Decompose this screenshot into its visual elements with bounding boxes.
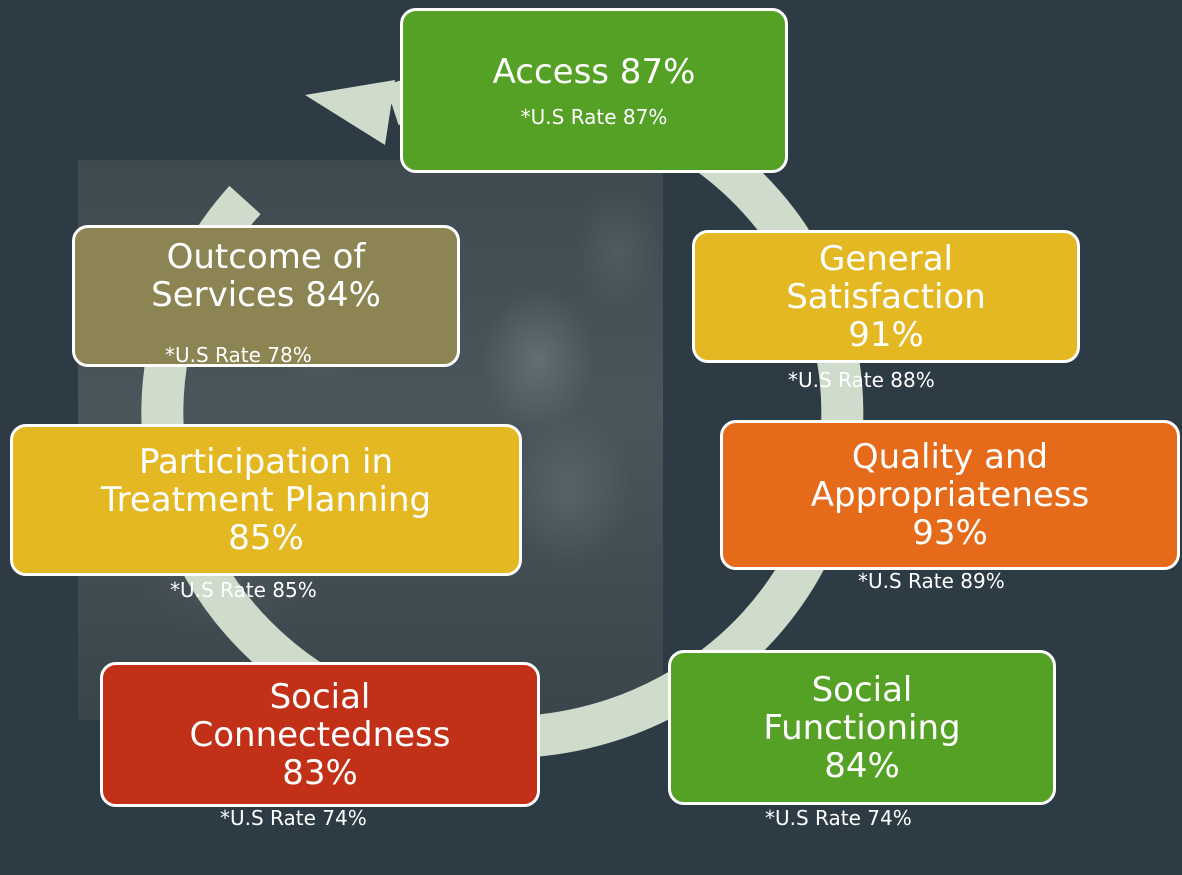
box-social-connectedness: Social Connectedness 83%: [100, 662, 540, 807]
outcome-of-services-us-rate: *U.S Rate 78%: [165, 343, 312, 367]
box-general-satisfaction: General Satisfaction 91%: [692, 230, 1080, 363]
box-quality-appropriateness: Quality and Appropriateness 93%: [720, 420, 1180, 570]
box-social-functioning: Social Functioning 84%: [668, 650, 1056, 805]
quality-appropriateness-title: Quality and Appropriateness 93%: [810, 437, 1090, 553]
general-satisfaction-title: General Satisfaction 91%: [786, 238, 986, 355]
outcome-of-services-title: Outcome of Services 84%: [151, 237, 381, 315]
box-access: Access 87% *U.S Rate 87%: [400, 8, 788, 173]
cycle-arrowhead-icon: [305, 80, 395, 145]
social-functioning-title: Social Functioning 84%: [763, 669, 961, 786]
box-outcome-of-services: Outcome of Services 84%: [72, 225, 460, 367]
quality-appropriateness-us-rate: *U.S Rate 89%: [858, 569, 1005, 593]
social-connectedness-us-rate: *U.S Rate 74%: [220, 806, 367, 830]
social-functioning-us-rate: *U.S Rate 74%: [765, 806, 912, 830]
participation-treatment-planning-title: Participation in Treatment Planning 85%: [100, 442, 432, 558]
access-us-rate: *U.S Rate 87%: [520, 104, 668, 129]
cycle-ring: [141, 66, 864, 759]
participation-treatment-planning-us-rate: *U.S Rate 85%: [170, 578, 317, 602]
access-title: Access 87%: [492, 51, 696, 92]
social-connectedness-title: Social Connectedness 83%: [189, 676, 451, 793]
box-participation-treatment-planning: Participation in Treatment Planning 85%: [10, 424, 522, 576]
general-satisfaction-us-rate: *U.S Rate 88%: [788, 368, 935, 392]
